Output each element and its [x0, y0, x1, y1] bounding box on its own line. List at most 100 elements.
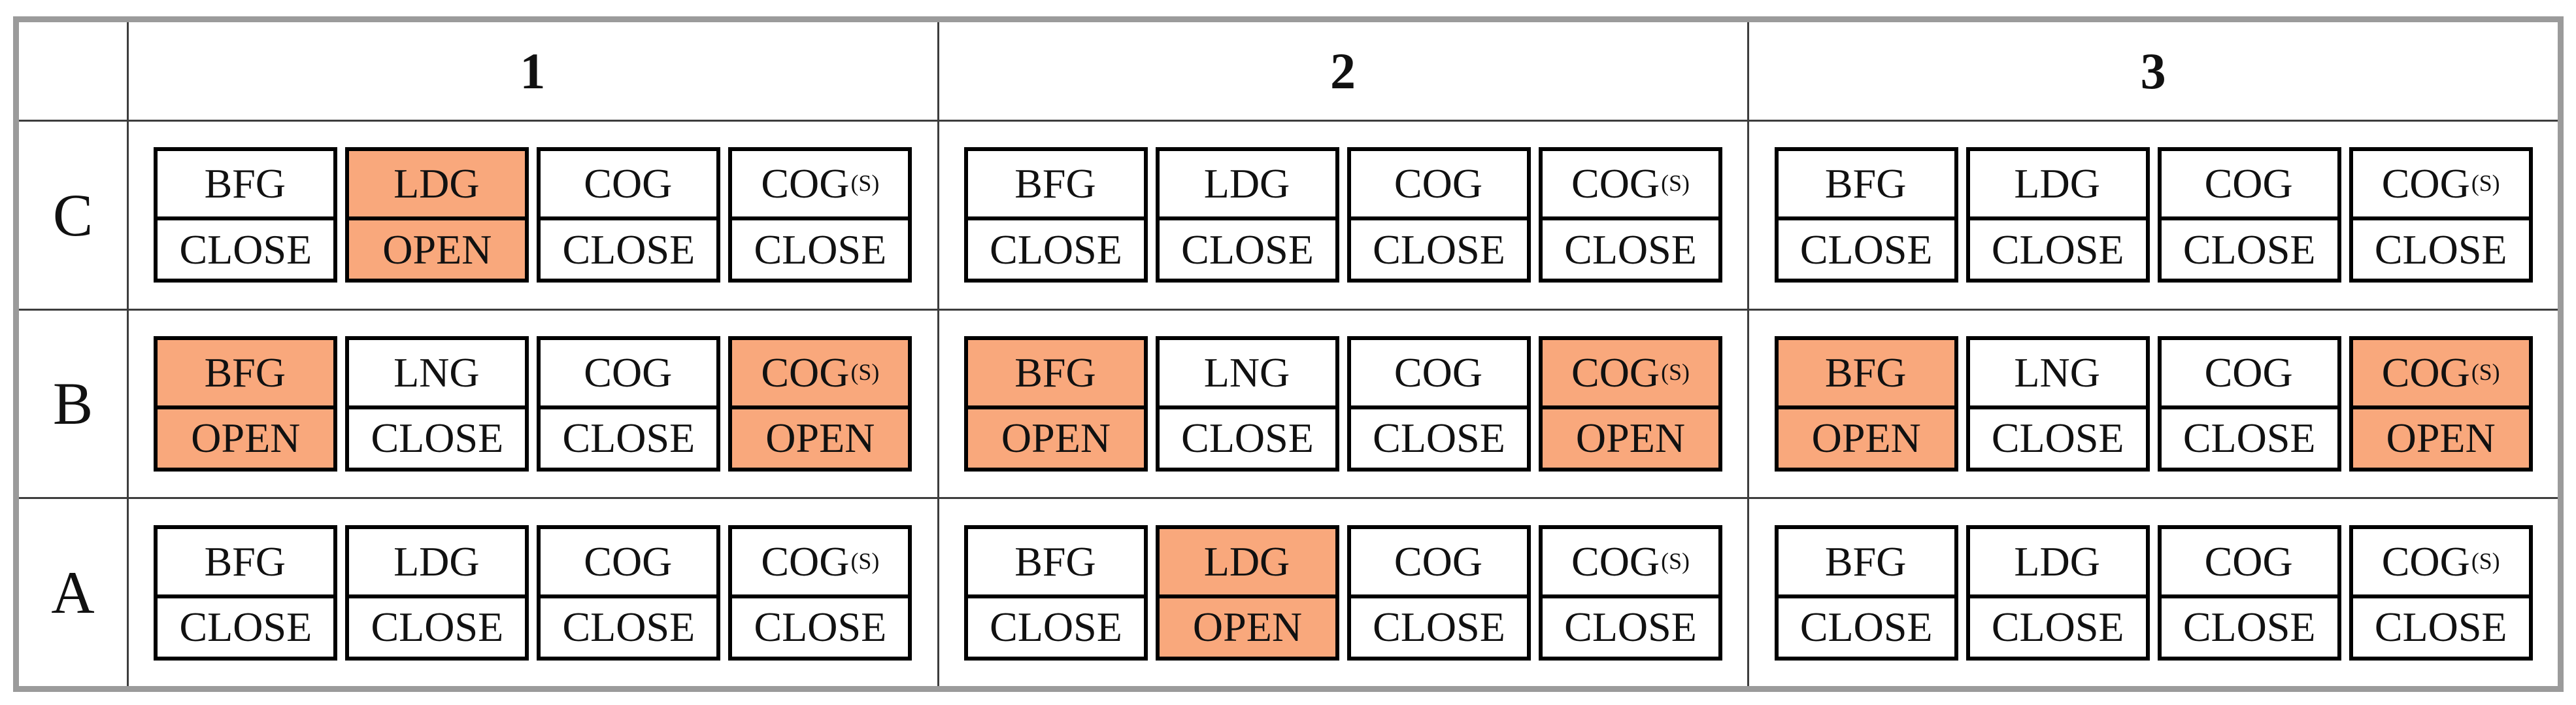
valve-gas-label: LDG — [1969, 151, 2146, 221]
valve-group: BFG CLOSE LDG CLOSE COG CLOSE COG(S) CLO… — [1749, 499, 2558, 686]
valve-state-label: CLOSE — [1181, 415, 1314, 462]
valve-state-label: CLOSE — [562, 226, 695, 273]
cell-B-2: BFG OPEN LNG CLOSE COG CLOSE COG(S) OPEN — [937, 308, 1748, 498]
valve-gas-label: COG — [1350, 340, 1527, 409]
valve-state-label: CLOSE — [2183, 604, 2316, 651]
valve-gas-label: COG — [1350, 529, 1527, 598]
valve-box-cogs: COG(S) CLOSE — [728, 147, 912, 283]
valve-state-label: CLOSE — [2374, 604, 2507, 651]
valve-group: BFG OPEN LNG CLOSE COG CLOSE COG(S) OPEN — [129, 311, 937, 498]
valve-state-label: CLOSE — [1991, 604, 2124, 651]
valve-gas-label: COG — [541, 151, 717, 221]
valve-state-label: CLOSE — [1991, 415, 2124, 462]
valve-gas-label: BFG — [158, 529, 334, 598]
valve-state-label: CLOSE — [1373, 415, 1505, 462]
valve-gas-suffix: (S) — [2471, 358, 2500, 385]
valve-gas-label: BFG — [158, 151, 334, 221]
valve-group: BFG CLOSE LDG CLOSE COG CLOSE COG(S) CLO… — [1749, 122, 2558, 309]
valve-gas-label: COG(S) — [732, 151, 909, 221]
column-header-3: 3 — [1747, 22, 2558, 120]
valve-box-lng: LNG CLOSE — [1965, 335, 2150, 472]
valve-box-bfg: BFG CLOSE — [154, 524, 338, 661]
valve-gas-label: COG(S) — [1542, 151, 1718, 221]
valve-gas-label: BFG — [1778, 151, 1954, 221]
valve-gas-label: BFG — [967, 340, 1144, 409]
valve-state-label: CLOSE — [179, 604, 312, 651]
valve-box-cog: COG CLOSE — [537, 335, 721, 472]
valve-gas-suffix: (S) — [1661, 170, 1690, 197]
valve-box-bfg: BFG OPEN — [1774, 335, 1958, 472]
valve-box-cogs: COG(S) CLOSE — [2349, 524, 2533, 661]
valve-box-bfg: BFG CLOSE — [1774, 147, 1958, 283]
valve-gas-label: BFG — [158, 340, 334, 409]
valve-gas-label: COG(S) — [732, 529, 909, 598]
valve-box-cog: COG CLOSE — [1347, 335, 1531, 472]
valve-gas-label: COG — [541, 340, 717, 409]
valve-box-ldg: LDG OPEN — [345, 147, 529, 283]
cell-A-1: BFG CLOSE LDG CLOSE COG CLOSE COG(S) CLO… — [127, 497, 937, 686]
valve-box-bfg: BFG CLOSE — [1774, 524, 1958, 661]
valve-state-label: CLOSE — [371, 604, 504, 651]
valve-gas-label: LNG — [1969, 340, 2146, 409]
valve-box-cog: COG CLOSE — [1347, 147, 1531, 283]
valve-box-cog: COG CLOSE — [1347, 524, 1531, 661]
valve-state-label: CLOSE — [371, 415, 504, 462]
valve-state-label: OPEN — [1192, 604, 1303, 651]
valve-gas-suffix: (S) — [2471, 170, 2500, 197]
valve-state-label: OPEN — [382, 226, 492, 273]
valve-box-cog: COG CLOSE — [537, 524, 721, 661]
valve-state-label: CLOSE — [1564, 604, 1697, 651]
valve-box-cog: COG CLOSE — [537, 147, 721, 283]
valve-gas-label: COG — [1350, 151, 1527, 221]
valve-gas-label: BFG — [967, 151, 1144, 221]
valve-gas-label: BFG — [1778, 340, 1954, 409]
cell-B-1: BFG OPEN LNG CLOSE COG CLOSE COG(S) OPEN — [127, 308, 937, 498]
valve-gas-suffix: (S) — [850, 358, 880, 385]
valve-gas-label: LDG — [349, 529, 526, 598]
valve-gas-label: LDG — [1969, 529, 2146, 598]
valve-gas-suffix: (S) — [850, 547, 880, 574]
cell-A-2: BFG CLOSE LDG OPEN COG CLOSE COG (S) CLOS… — [937, 497, 1748, 686]
valve-box-cogs: COG(S) OPEN — [1538, 335, 1722, 472]
valve-box-lng: LNG CLOSE — [345, 335, 529, 472]
valve-gas-label: COG(S) — [732, 340, 909, 409]
valve-state-label: CLOSE — [1564, 226, 1697, 273]
valve-box-cog: COG CLOSE — [2157, 147, 2341, 283]
valve-gas-label: LNG — [1159, 340, 1335, 409]
cell-C-1: BFG CLOSE LDG OPEN COG CLOSE COG(S) CLOS… — [127, 120, 937, 309]
valve-gas-label: BFG — [1778, 529, 1954, 598]
row-header-A: A — [19, 497, 127, 686]
valve-state-label: OPEN — [1575, 415, 1686, 462]
column-header-2: 2 — [937, 22, 1748, 120]
valve-gas-label: COG — [2161, 151, 2337, 221]
valve-gas-label: COG(S) — [2352, 529, 2529, 598]
valve-state-label: CLOSE — [562, 604, 695, 651]
valve-state-label: CLOSE — [2183, 415, 2316, 462]
valve-state-label: CLOSE — [754, 226, 887, 273]
valve-box-ldg: LDG OPEN — [1155, 524, 1339, 661]
valve-gas-suffix: (S) — [1661, 547, 1690, 574]
corner-cell — [19, 22, 127, 120]
valve-state-label: OPEN — [1811, 415, 1921, 462]
valve-gas-label: COG(S) — [1542, 340, 1718, 409]
valve-state-label: CLOSE — [1181, 226, 1314, 273]
valve-state-label: OPEN — [2386, 415, 2496, 462]
valve-box-ldg: LDG CLOSE — [1155, 147, 1339, 283]
valve-box-bfg: BFG CLOSE — [963, 147, 1148, 283]
valve-group: BFG CLOSE LDG OPEN COG CLOSE COG(S) CLOS… — [129, 122, 937, 309]
valve-state-label: CLOSE — [1373, 226, 1505, 273]
valve-box-ldg: LDG CLOSE — [1965, 147, 2150, 283]
valve-box-bfg: BFG CLOSE — [963, 524, 1148, 661]
valve-state-label: CLOSE — [754, 604, 887, 651]
valve-box-lng: LNG CLOSE — [1155, 335, 1339, 472]
valve-gas-label: COG(S) — [2352, 340, 2529, 409]
valve-gas-label: LDG — [349, 151, 526, 221]
valve-box-bfg: BFG OPEN — [963, 335, 1148, 472]
valve-box-cog: COG CLOSE — [2157, 335, 2341, 472]
valve-gas-label: COG — [2161, 529, 2337, 598]
valve-group: BFG OPEN LNG CLOSE COG CLOSE COG(S) OPEN — [939, 311, 1748, 498]
valve-box-bfg: BFG CLOSE — [154, 147, 338, 283]
valve-state-label: CLOSE — [562, 415, 695, 462]
row-header-B: B — [19, 308, 127, 498]
